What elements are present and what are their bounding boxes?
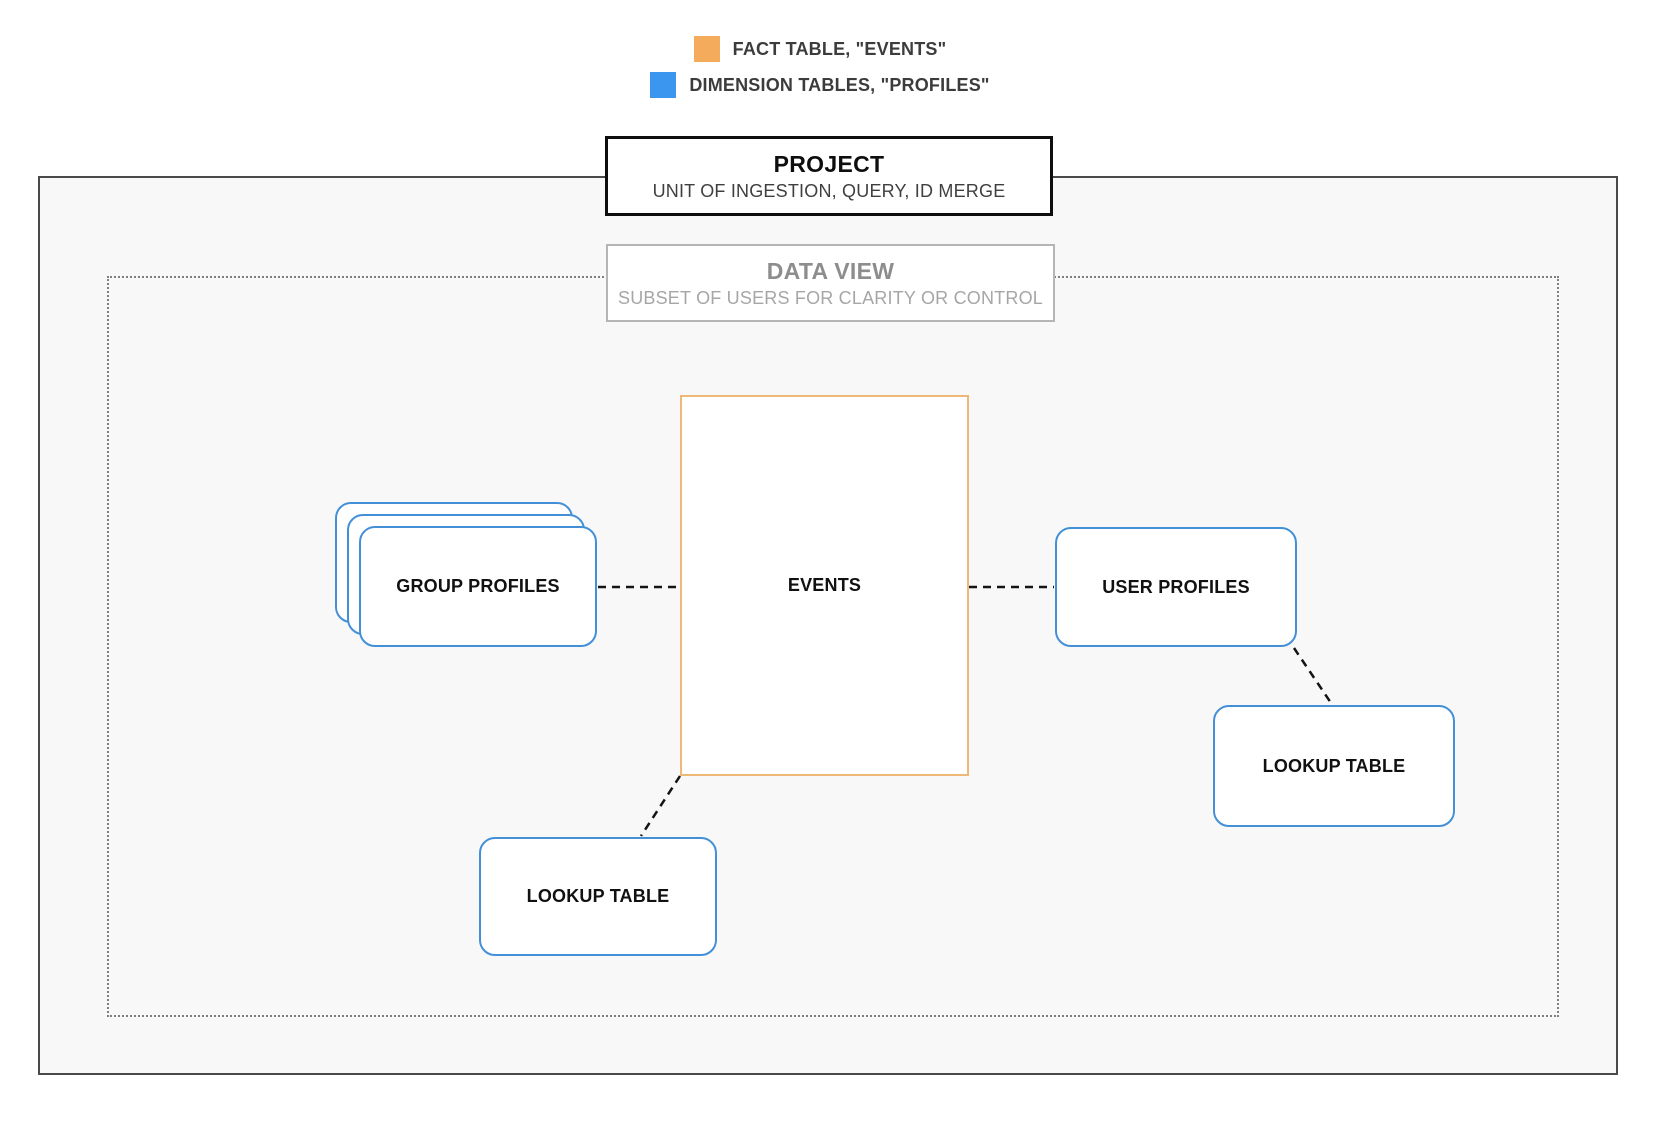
user-profiles-node: USER PROFILES — [1055, 527, 1297, 647]
data-view-title-box: DATA VIEW SUBSET OF USERS FOR CLARITY OR… — [606, 244, 1055, 322]
group-profiles-node: GROUP PROFILES — [359, 526, 597, 647]
legend-label-dimension-tables: DIMENSION TABLES, "PROFILES" — [689, 74, 990, 95]
user-profiles-node-label: USER PROFILES — [1102, 576, 1250, 597]
data-view-subtitle: SUBSET OF USERS FOR CLARITY OR CONTROL — [617, 287, 1043, 308]
fact-table-swatch-icon — [693, 36, 720, 62]
legend-item-fact-table: FACT TABLE, "EVENTS" — [693, 36, 947, 62]
project-title: PROJECT — [773, 150, 885, 177]
legend-label-fact-table: FACT TABLE, "EVENTS" — [732, 38, 947, 59]
lookup-table-right-node-label: LOOKUP TABLE — [1262, 755, 1406, 776]
events-node-label: EVENTS — [787, 575, 862, 595]
project-subtitle: UNIT OF INGESTION, QUERY, ID MERGE — [652, 180, 1006, 201]
legend-item-dimension-tables: DIMENSION TABLES, "PROFILES" — [650, 72, 989, 98]
group-profiles-node-label: GROUP PROFILES — [396, 576, 560, 596]
dimension-tables-swatch-icon — [650, 72, 677, 98]
lookup-table-right-node: LOOKUP TABLE — [1213, 705, 1455, 827]
lookup-table-left-node: LOOKUP TABLE — [479, 837, 717, 956]
legend: FACT TABLE, "EVENTS" DIMENSION TABLES, "… — [0, 36, 1640, 98]
data-view-title: DATA VIEW — [766, 257, 895, 284]
project-title-box: PROJECT UNIT OF INGESTION, QUERY, ID MER… — [605, 136, 1053, 216]
events-node: EVENTS — [680, 395, 969, 776]
lookup-table-left-node-label: LOOKUP TABLE — [526, 886, 670, 906]
